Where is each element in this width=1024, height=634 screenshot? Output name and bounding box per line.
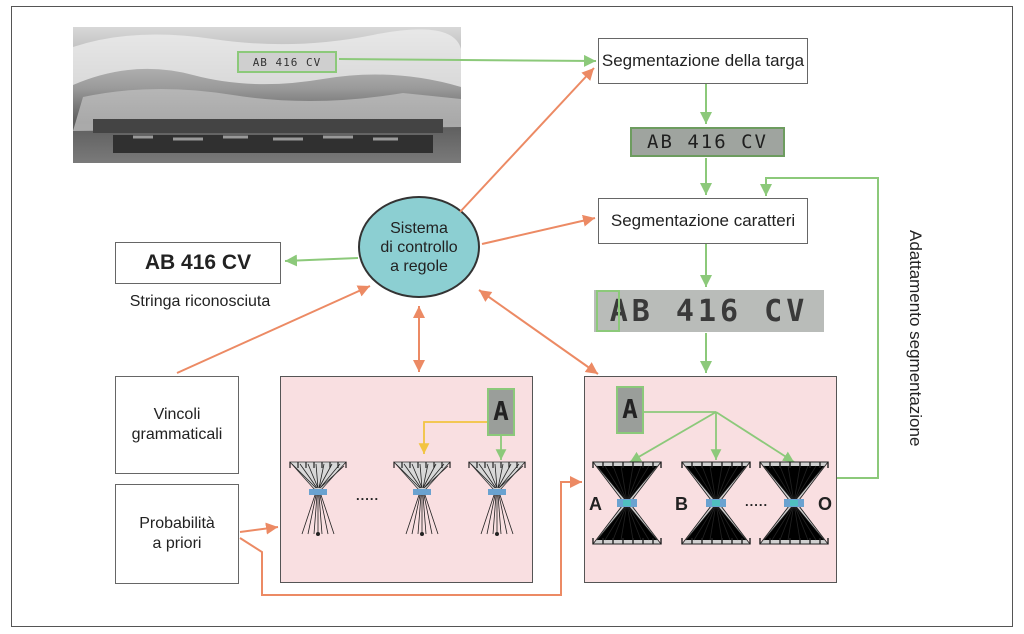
- neural-network-icon: [289, 461, 347, 537]
- prior-probability-line-1: Probabilità: [139, 515, 215, 532]
- control-system-line-2: di controllo: [380, 238, 458, 256]
- plate-segmentation-box: Segmentazione della targa: [598, 38, 808, 84]
- control-system-line-3: a regole: [390, 257, 448, 275]
- plate-segmentation-label: Segmentazione della targa: [601, 51, 805, 70]
- char-sample-left-text: A: [493, 397, 509, 427]
- char-sample-right-text: A: [622, 395, 638, 425]
- classifier-network-icon: [681, 461, 751, 545]
- grammar-constraints-line-1: Vincoli: [153, 406, 201, 423]
- plate-in-photo-text: AB 416 CV: [252, 55, 322, 69]
- classifier-network-icon: [592, 461, 662, 545]
- grammar-constraints-box: Vincoli grammaticali: [115, 376, 239, 474]
- char-segmentation-box: Segmentazione caratteri: [598, 198, 808, 244]
- char-sample-left: A: [487, 388, 515, 436]
- output-string-box: AB 416 CV: [115, 242, 281, 284]
- neural-network-icon: [393, 461, 451, 537]
- char-segmentation-label: Segmentazione caratteri: [610, 211, 796, 230]
- neural-network-icon: [468, 461, 526, 537]
- control-system-circle: Sistema di controllo a regole: [358, 196, 480, 298]
- control-system-line-1: Sistema: [390, 219, 448, 237]
- plate-crop-image: AB 416 CV: [630, 127, 785, 157]
- classifier-ellipsis-right: .....: [745, 494, 769, 509]
- output-string-text: AB 416 CV: [144, 251, 252, 274]
- classifier-label-b: B: [675, 494, 688, 514]
- network-ellipsis-left: .....: [356, 488, 380, 503]
- plate-in-photo: AB 416 CV: [237, 51, 337, 73]
- char-sample-right: A: [616, 386, 644, 434]
- plate-crop-text: AB 416 CV: [647, 131, 768, 153]
- output-caption: Stringa riconosciuta: [129, 293, 271, 310]
- prior-probability-line-2: a priori: [152, 535, 202, 552]
- diagram-frame: [11, 6, 1013, 627]
- grammar-constraints-line-2: grammaticali: [131, 426, 223, 443]
- classifier-label-a: A: [589, 494, 602, 514]
- car-photo: AB 416 CV: [73, 27, 461, 163]
- classifier-label-o: O: [818, 494, 833, 514]
- segmented-chars-text: AB 416 CV: [609, 293, 809, 329]
- classifier-network-icon: [759, 461, 829, 545]
- segmented-chars-image: AB 416 CV: [594, 290, 824, 332]
- prior-probability-box: Probabilità a priori: [115, 484, 239, 584]
